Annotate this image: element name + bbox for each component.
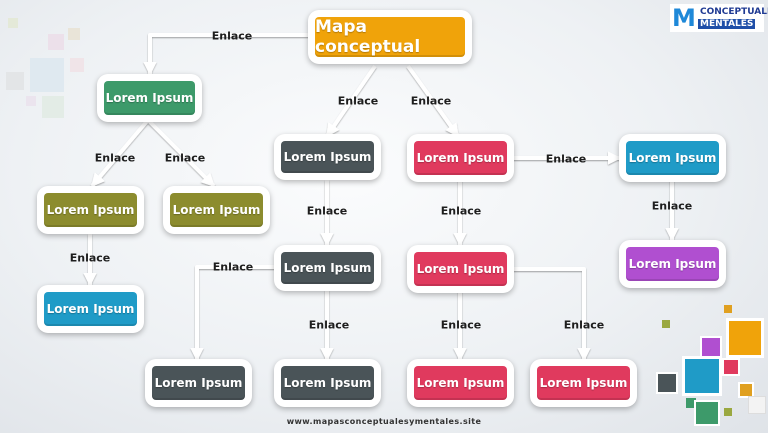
node-label: Lorem Ipsum	[626, 141, 719, 175]
decorative-square	[42, 96, 64, 118]
node-gray-2[interactable]: Lorem Ipsum	[274, 245, 381, 291]
link-green-olive2	[146, 118, 216, 188]
node-red-4[interactable]: Lorem Ipsum	[530, 359, 637, 407]
node-label: Lorem Ipsum	[414, 252, 507, 286]
link-label: Enlace	[69, 251, 111, 265]
decorative-square	[8, 18, 18, 28]
decorative-square	[722, 358, 740, 376]
link-root-green	[143, 33, 312, 76]
decorative-square	[682, 356, 722, 396]
node-root[interactable]: Mapa conceptual	[308, 10, 472, 64]
link-label: Enlace	[212, 260, 254, 274]
node-label: Lorem Ipsum	[414, 141, 507, 175]
decorative-square	[724, 408, 732, 416]
node-olive-2[interactable]: Lorem Ipsum	[163, 186, 270, 234]
node-label: Lorem Ipsum	[281, 252, 374, 284]
node-blue-left[interactable]: Lorem Ipsum	[37, 285, 144, 333]
link-label: Enlace	[308, 318, 350, 332]
node-green[interactable]: Lorem Ipsum	[97, 74, 202, 122]
node-label: Lorem Ipsum	[104, 81, 195, 115]
node-label: Lorem Ipsum	[152, 366, 245, 400]
node-gray-4[interactable]: Lorem Ipsum	[274, 359, 381, 407]
node-label: Lorem Ipsum	[44, 193, 137, 227]
link-label: Enlace	[651, 199, 693, 213]
decorative-square	[724, 305, 732, 313]
decorative-square	[68, 28, 80, 40]
node-red-3[interactable]: Lorem Ipsum	[407, 359, 514, 407]
node-label: Lorem Ipsum	[281, 141, 374, 173]
link-gray2-gray3	[190, 265, 278, 362]
link-label: Enlace	[211, 29, 253, 43]
decorative-square	[738, 382, 754, 398]
node-purple[interactable]: Lorem Ipsum	[619, 240, 726, 288]
node-label: Lorem Ipsum	[170, 193, 263, 227]
node-label: Lorem Ipsum	[44, 292, 137, 326]
link-label: Enlace	[306, 204, 348, 218]
node-label: Lorem Ipsum	[414, 366, 507, 400]
logo-letter: M	[672, 4, 696, 32]
link-root-red1	[406, 64, 460, 138]
link-label: Enlace	[164, 151, 206, 165]
node-label: Lorem Ipsum	[537, 366, 630, 400]
decorative-square	[6, 72, 24, 90]
decorative-square	[662, 320, 670, 328]
node-red-1[interactable]: Lorem Ipsum	[407, 134, 514, 182]
link-root-gray1	[325, 64, 377, 138]
decorative-square	[30, 58, 64, 92]
decorative-square	[748, 396, 766, 414]
logo-line-2: MENTALES	[698, 19, 756, 29]
decorative-square	[656, 372, 678, 394]
decorative-square	[26, 96, 36, 106]
node-gray-1[interactable]: Lorem Ipsum	[274, 134, 381, 180]
node-olive-1[interactable]: Lorem Ipsum	[37, 186, 144, 234]
decorative-square	[70, 58, 84, 72]
link-label: Enlace	[563, 318, 605, 332]
decorative-square	[686, 398, 696, 408]
link-label: Enlace	[440, 318, 482, 332]
link-label: Enlace	[440, 204, 482, 218]
link-label: Enlace	[545, 152, 587, 166]
node-gray-3[interactable]: Lorem Ipsum	[145, 359, 252, 407]
brand-logo: M CONCEPTUALES MENTALES	[670, 4, 768, 32]
link-label: Enlace	[337, 94, 379, 108]
node-root-label: Mapa conceptual	[315, 17, 465, 57]
link-label: Enlace	[410, 94, 452, 108]
logo-line-1: CONCEPTUALES	[700, 7, 768, 17]
link-green-olive1	[90, 118, 150, 188]
link-label: Enlace	[94, 151, 136, 165]
decorative-square	[48, 34, 64, 50]
decorative-square	[726, 318, 764, 358]
node-label: Lorem Ipsum	[281, 366, 374, 400]
node-blue-right[interactable]: Lorem Ipsum	[619, 134, 726, 182]
link-red2-red4	[512, 267, 591, 362]
node-label: Lorem Ipsum	[626, 247, 719, 281]
decorative-square	[694, 400, 720, 426]
footer-url: www.mapasconceptualesymentales.site	[286, 417, 482, 426]
node-red-2[interactable]: Lorem Ipsum	[407, 245, 514, 293]
